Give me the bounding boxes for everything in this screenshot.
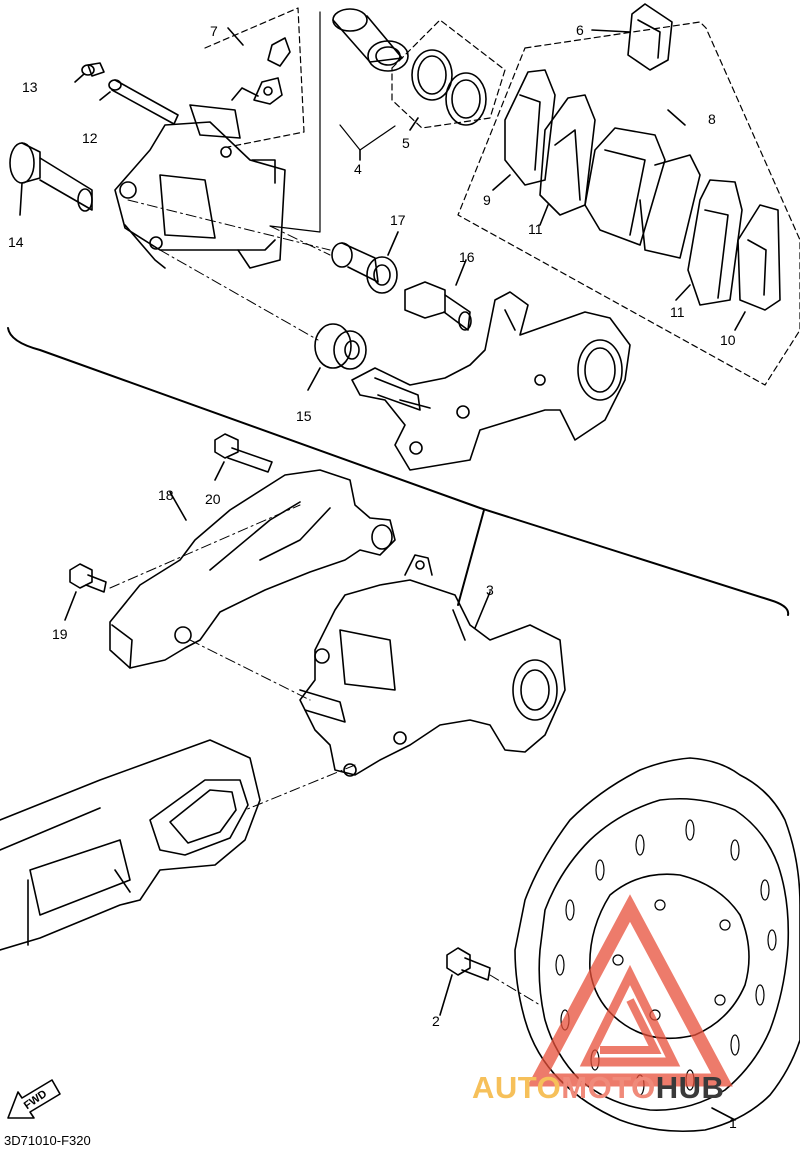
watermark-logo-icon	[527, 894, 733, 1087]
part-4-piston	[332, 8, 409, 161]
assembly-separator-curve	[7, 327, 790, 616]
label-part-4: 4	[354, 161, 362, 177]
part-14-slide-pin	[9, 142, 93, 216]
label-part-6: 6	[576, 22, 584, 38]
part-6-pad-spring	[591, 3, 673, 71]
upper-caliper-body	[114, 104, 286, 269]
upper-caliper-bracket	[351, 291, 631, 471]
label-part-10: 10	[720, 332, 736, 348]
drawing-code: 3D71010-F320	[4, 1133, 91, 1148]
part-16-collar	[404, 259, 472, 331]
label-part-1: 1	[729, 1115, 737, 1131]
fwd-arrow-icon	[7, 1079, 61, 1119]
part-11-pad-left	[539, 94, 596, 226]
watermark-hub: HUB	[655, 1070, 725, 1105]
part-19-bolt	[64, 563, 107, 621]
label-part-15: 15	[296, 408, 312, 424]
leader-line-group-top	[269, 11, 321, 233]
part-7-bleed-screw	[227, 27, 291, 105]
part-15-boot	[307, 323, 367, 391]
label-part-16: 16	[459, 249, 475, 265]
label-part-13: 13	[22, 79, 38, 95]
part-12-pin	[99, 79, 179, 125]
label-part-18: 18	[158, 487, 174, 503]
label-part-11-left: 11	[528, 221, 543, 237]
part-3-caliper-assembly	[299, 554, 566, 777]
group-box-7	[204, 7, 305, 148]
label-part-2: 2	[432, 1013, 440, 1029]
part-2-disc-bolt	[439, 947, 491, 1016]
part-18-torque-arm	[109, 469, 396, 669]
label-part-9: 9	[483, 192, 491, 208]
part-9-shim	[492, 69, 556, 191]
group-box-8	[457, 21, 800, 386]
label-part-3: 3	[486, 582, 494, 598]
label-part-12: 12	[82, 130, 98, 146]
watermark-auto: AUTO	[472, 1070, 562, 1105]
part-10-shim	[734, 204, 781, 331]
part-5-seals	[409, 49, 487, 131]
label-part-19: 19	[52, 626, 68, 642]
part-8-pad-center	[584, 109, 701, 259]
part-13-cap	[74, 62, 105, 83]
part-17-bushing	[331, 231, 399, 294]
watermark-moto: MOTO	[561, 1070, 656, 1105]
label-part-11-right: 11	[670, 304, 685, 320]
label-part-7: 7	[210, 23, 218, 39]
assembly-separator-stem	[457, 509, 485, 606]
part-11-pad-right	[675, 179, 743, 306]
label-part-14: 14	[8, 234, 24, 250]
alignment-lines	[109, 199, 541, 1006]
group-box-5	[391, 19, 506, 129]
label-part-17: 17	[390, 212, 406, 228]
label-part-20: 20	[205, 491, 221, 507]
label-part-5: 5	[402, 135, 410, 151]
part-20-bolt	[214, 433, 273, 481]
swingarm	[0, 739, 261, 951]
watermark-text: AUTOMOTOHUB	[472, 1070, 724, 1106]
label-part-8: 8	[708, 111, 716, 127]
